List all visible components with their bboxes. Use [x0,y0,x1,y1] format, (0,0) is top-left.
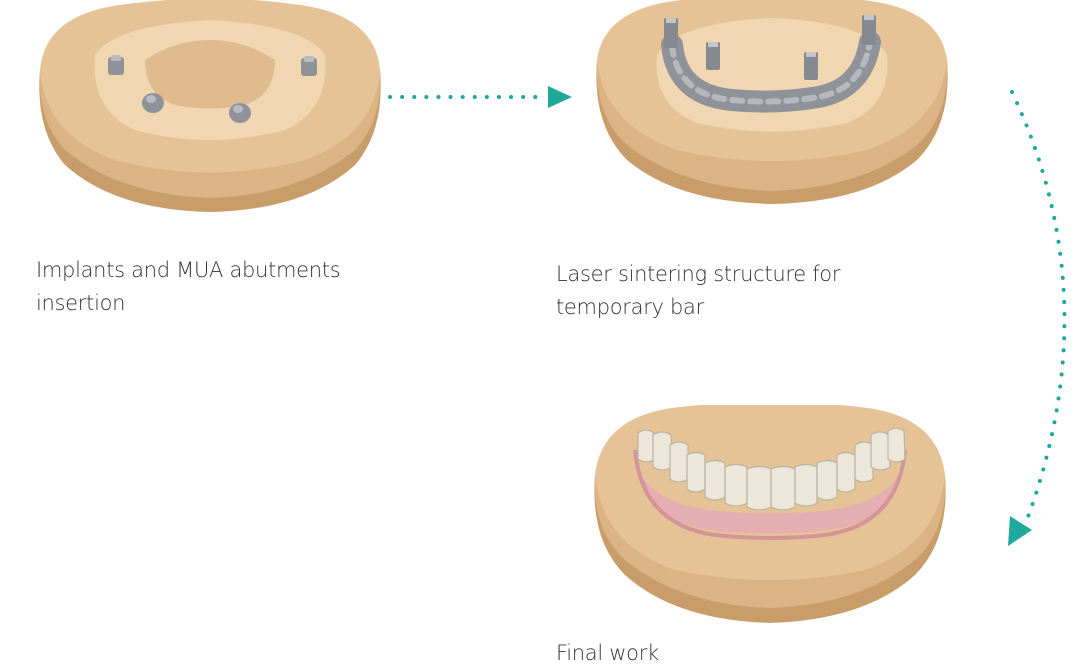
arrow-step2-to-step3 [1008,92,1064,546]
arrow-head [548,86,572,108]
arrow-head [1008,516,1032,546]
arrow-step1-to-step2 [390,86,572,108]
